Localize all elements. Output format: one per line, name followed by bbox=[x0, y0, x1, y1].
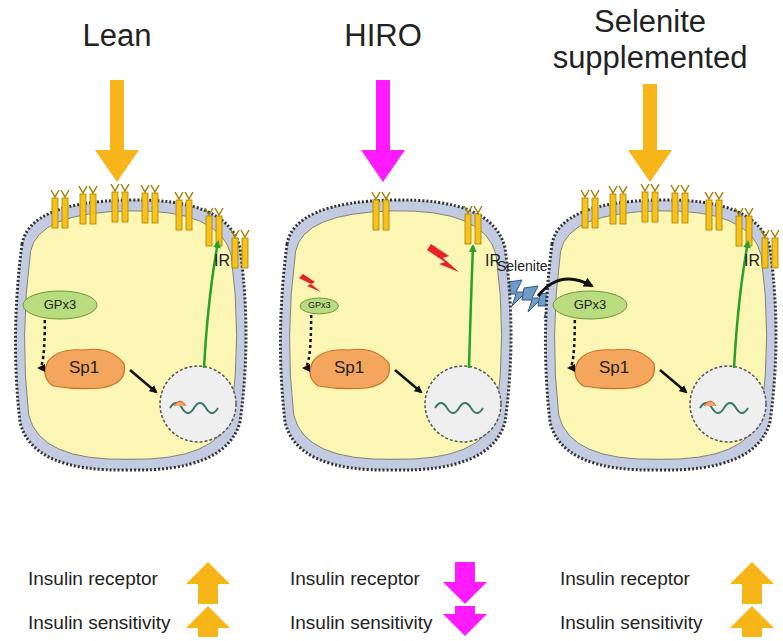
selenite-label: Selenite bbox=[497, 258, 548, 274]
cell-shape bbox=[273, 186, 515, 476]
increase-arrow bbox=[730, 562, 774, 637]
cell: IR GPx3Sp1 bbox=[8, 186, 250, 476]
cell-shape bbox=[538, 186, 780, 476]
stimulus-arrow bbox=[95, 80, 139, 182]
protein-label: Sp1 bbox=[69, 359, 99, 378]
sp1-factor: Sp1 bbox=[40, 346, 128, 390]
stimulus-arrow bbox=[628, 84, 672, 182]
protein-label: Sp1 bbox=[599, 359, 629, 378]
row-label: Insulin sensitivity bbox=[28, 612, 171, 634]
regulation-arrow bbox=[304, 315, 311, 368]
protein-label: GPx3 bbox=[308, 301, 331, 311]
decrease-arrow bbox=[443, 562, 487, 636]
row-label: Insulin receptor bbox=[28, 568, 158, 590]
gpx3-enzyme: GPx3 bbox=[299, 297, 340, 315]
supplement-arrow bbox=[538, 279, 592, 296]
column-title: Lean bbox=[83, 18, 152, 54]
row-label: Insulin sensitivity bbox=[560, 612, 703, 634]
regulation-arrow bbox=[39, 320, 45, 368]
sp1-factor: Sp1 bbox=[305, 346, 393, 390]
gpx3-enzyme: GPx3 bbox=[552, 290, 628, 320]
row-label: Insulin receptor bbox=[290, 568, 420, 590]
cell: IRGPx3Sp1 bbox=[273, 186, 515, 476]
receptor-label: IR bbox=[214, 252, 230, 270]
protein-label: Sp1 bbox=[334, 359, 364, 378]
row-label: Insulin receptor bbox=[560, 568, 690, 590]
cell: IR GPx3Sp1 bbox=[538, 186, 780, 476]
cell-shape bbox=[8, 186, 250, 476]
protein-label: GPx3 bbox=[44, 298, 77, 312]
receptor-label: IR bbox=[744, 252, 760, 270]
column-title: Selenite supplemented bbox=[545, 4, 755, 75]
row-label: Insulin sensitivity bbox=[290, 612, 433, 634]
gpx3-enzyme: GPx3 bbox=[22, 290, 98, 320]
protein-label: GPx3 bbox=[574, 298, 607, 312]
stimulus-arrow bbox=[361, 80, 405, 182]
column-title: HIRO bbox=[344, 18, 422, 54]
increase-arrow bbox=[186, 562, 230, 637]
sp1-factor: Sp1 bbox=[570, 346, 658, 390]
regulation-arrow bbox=[569, 320, 575, 368]
